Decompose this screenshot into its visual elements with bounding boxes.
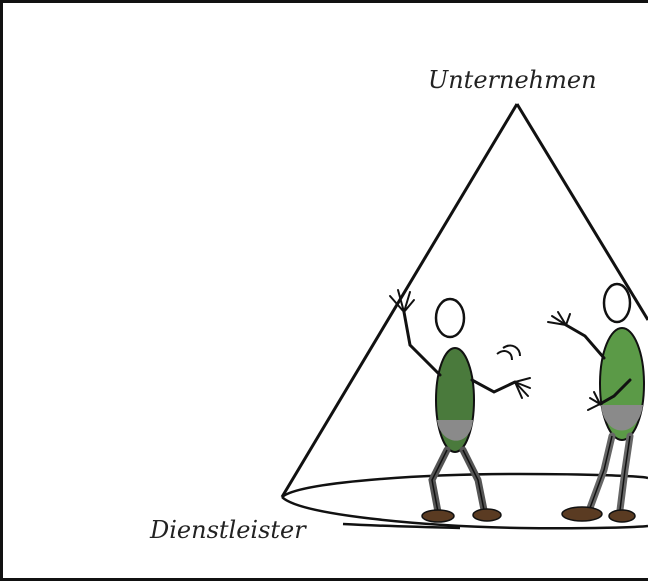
figure-left-leg-left (432, 450, 447, 512)
figure-left-shoe-left (422, 510, 454, 522)
top-vertex-label: Unternehmen (428, 66, 597, 94)
figure-right-shoe-left (562, 507, 602, 521)
figure-left-shoe-right (473, 509, 501, 521)
figure-left-head (436, 299, 464, 337)
figure-left-arm-right (472, 380, 515, 392)
figure-right (548, 284, 644, 522)
figure-left (390, 290, 530, 522)
figure-right-arm-left (566, 325, 604, 358)
left-vertex-label: Dienstleister (150, 516, 306, 544)
figure-left-leg-right (463, 450, 484, 510)
figure-right-head (604, 284, 630, 322)
figure-right-shoe-right (609, 510, 635, 522)
figure-left-arm-left (404, 312, 440, 375)
